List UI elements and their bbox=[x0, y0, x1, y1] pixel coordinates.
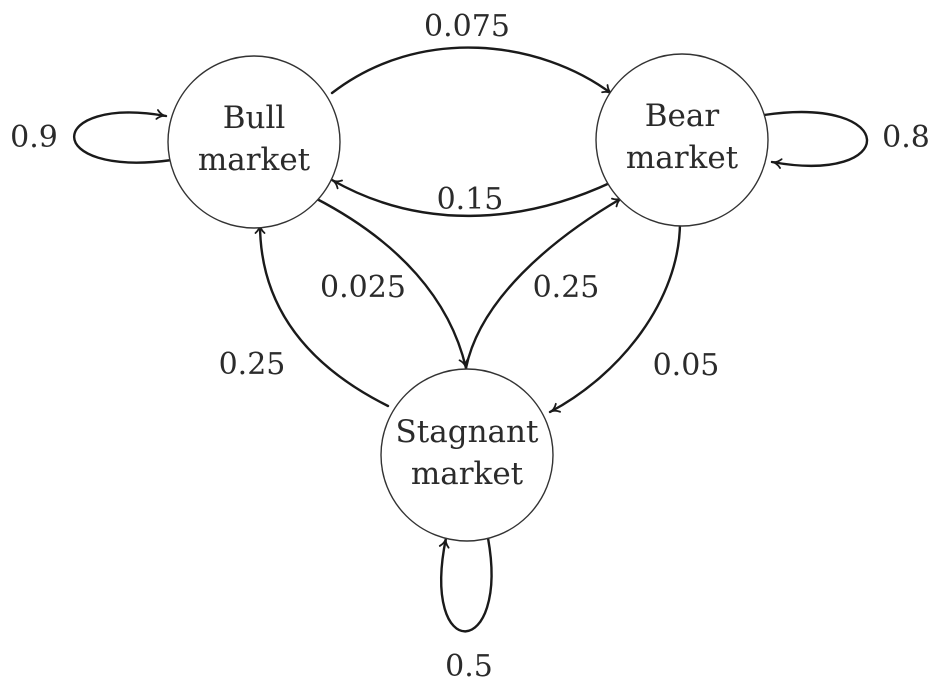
label-bear-to-bull: 0.15 bbox=[437, 182, 504, 217]
label-bear-to-bear: 0.8 bbox=[882, 120, 930, 155]
edge-stagnant-to-stagnant bbox=[438, 536, 493, 633]
node-bull-line2: market bbox=[198, 142, 311, 178]
node-bull-market: Bull market bbox=[167, 55, 341, 229]
edge-bear-to-bear bbox=[762, 110, 869, 169]
edge-bull-to-stagnant bbox=[313, 196, 470, 370]
label-stagnant-to-stagnant: 0.5 bbox=[445, 649, 493, 684]
label-bull-to-bear: 0.075 bbox=[424, 9, 510, 44]
edge-bull-to-bull bbox=[73, 109, 174, 164]
label-bull-to-stagnant: 0.025 bbox=[320, 270, 406, 305]
node-stagnant-market: Stagnant market bbox=[380, 368, 554, 542]
node-stagnant-line2: market bbox=[411, 456, 524, 492]
node-bear-market: Bear market bbox=[595, 53, 769, 227]
node-stagnant-line1: Stagnant bbox=[396, 414, 539, 450]
label-bull-to-bull: 0.9 bbox=[10, 120, 58, 155]
node-bear-line1: Bear bbox=[645, 98, 720, 134]
edge-bear-to-stagnant bbox=[548, 220, 682, 414]
edge-bull-to-bear bbox=[330, 46, 614, 96]
edge-bear-to-bull bbox=[330, 178, 614, 218]
node-bull-line1: Bull bbox=[223, 100, 286, 136]
node-bear-line2: market bbox=[626, 140, 739, 176]
edge-stagnant-to-bull bbox=[254, 222, 390, 408]
edge-stagnant-to-bear bbox=[464, 196, 624, 370]
label-stagnant-to-bull: 0.25 bbox=[219, 347, 286, 382]
label-bear-to-stagnant: 0.05 bbox=[653, 348, 720, 383]
label-stagnant-to-bear: 0.25 bbox=[533, 270, 600, 305]
